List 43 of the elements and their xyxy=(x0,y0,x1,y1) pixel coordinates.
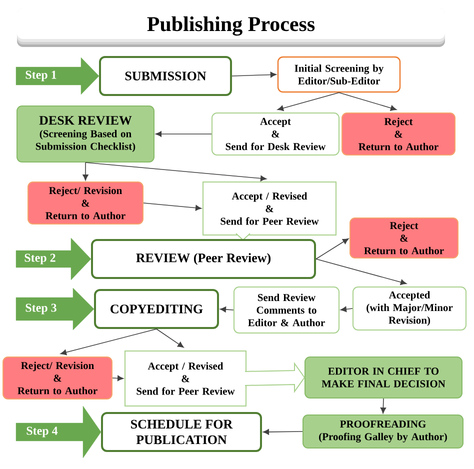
arrow xyxy=(156,328,184,348)
arrow xyxy=(340,306,353,312)
step-arrow xyxy=(16,406,102,458)
process-box: REVIEW (Peer Review) xyxy=(91,239,316,279)
arrow xyxy=(277,92,340,111)
action-box: Accept & Send for Desk Review xyxy=(212,112,340,156)
step-arrow xyxy=(16,57,100,95)
edge-label: Step 2 xyxy=(24,254,56,264)
arrow xyxy=(232,72,276,78)
arrow xyxy=(112,375,124,382)
arrow xyxy=(82,162,88,181)
edge-label: Step 4 xyxy=(26,426,58,438)
callout-box: Accept / Revised & Send for Peer Review xyxy=(124,350,246,406)
rejection-box: Reject & Return to Author xyxy=(342,112,456,156)
arrow xyxy=(262,429,303,435)
rejection-box: Reject & Return to Author xyxy=(350,218,458,258)
action-box: Send Review Comments to Editor & Author xyxy=(234,286,340,334)
arrow xyxy=(380,398,386,414)
rejection-box: Reject/ Revision & Return to Author xyxy=(28,182,144,224)
process-box: SCHEDULE FOR PUBLICATION xyxy=(101,412,262,452)
stage-box: DESK REVIEW (Screening Based on Submission Checklist) xyxy=(16,106,154,162)
arrow xyxy=(220,306,234,312)
stage-box: EDITOR IN CHIEF TO MAKE FINAL DECISION xyxy=(304,356,462,398)
step-arrow xyxy=(16,288,94,330)
arrow xyxy=(155,131,212,137)
stage-box: PROOFREADING (Proofing Galley by Author) xyxy=(302,414,464,448)
process-box: SUBMISSION xyxy=(99,56,232,96)
edge-label: Step 3 xyxy=(26,304,56,314)
action-box: Accepted (with Major/Minor Revision) xyxy=(352,286,466,330)
rejection-box: Reject/ Revision & Return to Author xyxy=(2,356,112,400)
block-arrow xyxy=(244,362,306,394)
arrow xyxy=(143,202,202,211)
arrow xyxy=(316,258,407,286)
edge-label: Step 1 xyxy=(26,70,56,82)
title: Publishing Process xyxy=(147,16,315,36)
arrow xyxy=(85,162,267,182)
callout-box: Accept / Revised & Send for Peer Review xyxy=(202,182,336,241)
process-box: COPYEDITING xyxy=(94,289,219,329)
step-arrow xyxy=(16,238,92,280)
screening-box: Initial Screening by Editor/Sub-Editor xyxy=(277,56,401,93)
arrow xyxy=(316,238,349,260)
arrow xyxy=(60,328,157,356)
arrow xyxy=(338,92,397,111)
